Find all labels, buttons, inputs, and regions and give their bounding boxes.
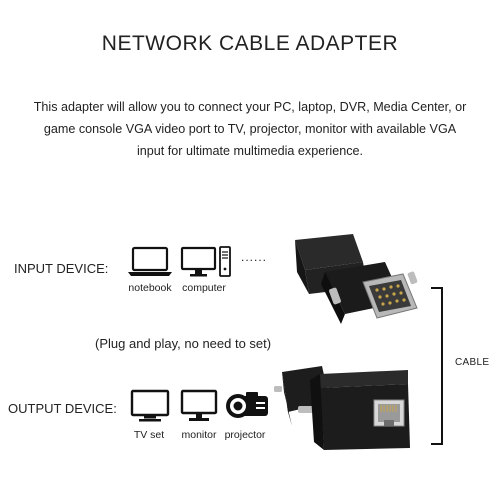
tv-set-caption: TV set [133,429,165,441]
description-line-2: game console VGA video port to TV, proje… [43,122,457,136]
laptop-icon [128,246,172,276]
top-adapter-vga-male [295,234,418,324]
computer-caption: computer [182,282,226,294]
output-device-label: OUTPUT DEVICE: [8,401,117,416]
monitor-icon [180,389,218,421]
ellipsis-more-devices: ...... [241,250,268,264]
cable-bracket [431,287,443,445]
plug-and-play-note: (Plug and play, no need to set) [95,336,272,351]
input-device-label: INPUT DEVICE: [14,261,109,276]
description: This adapter will allow you to connect y… [20,96,480,162]
description-line-1: This adapter will allow you to connect y… [33,100,467,114]
projector-caption: projector [224,429,266,441]
notebook-caption: notebook [128,282,172,294]
projector-icon [226,392,268,418]
desktop-computer-icon [180,246,231,277]
tv-icon [130,389,170,422]
page-title: NETWORK CABLE ADAPTER [101,32,399,55]
cable-label: CABLE [455,357,490,368]
bottom-adapter-rj45-female [274,366,410,450]
description-line-3: input for ultimate multimedia experience… [136,144,364,158]
monitor-caption: monitor [181,429,217,441]
